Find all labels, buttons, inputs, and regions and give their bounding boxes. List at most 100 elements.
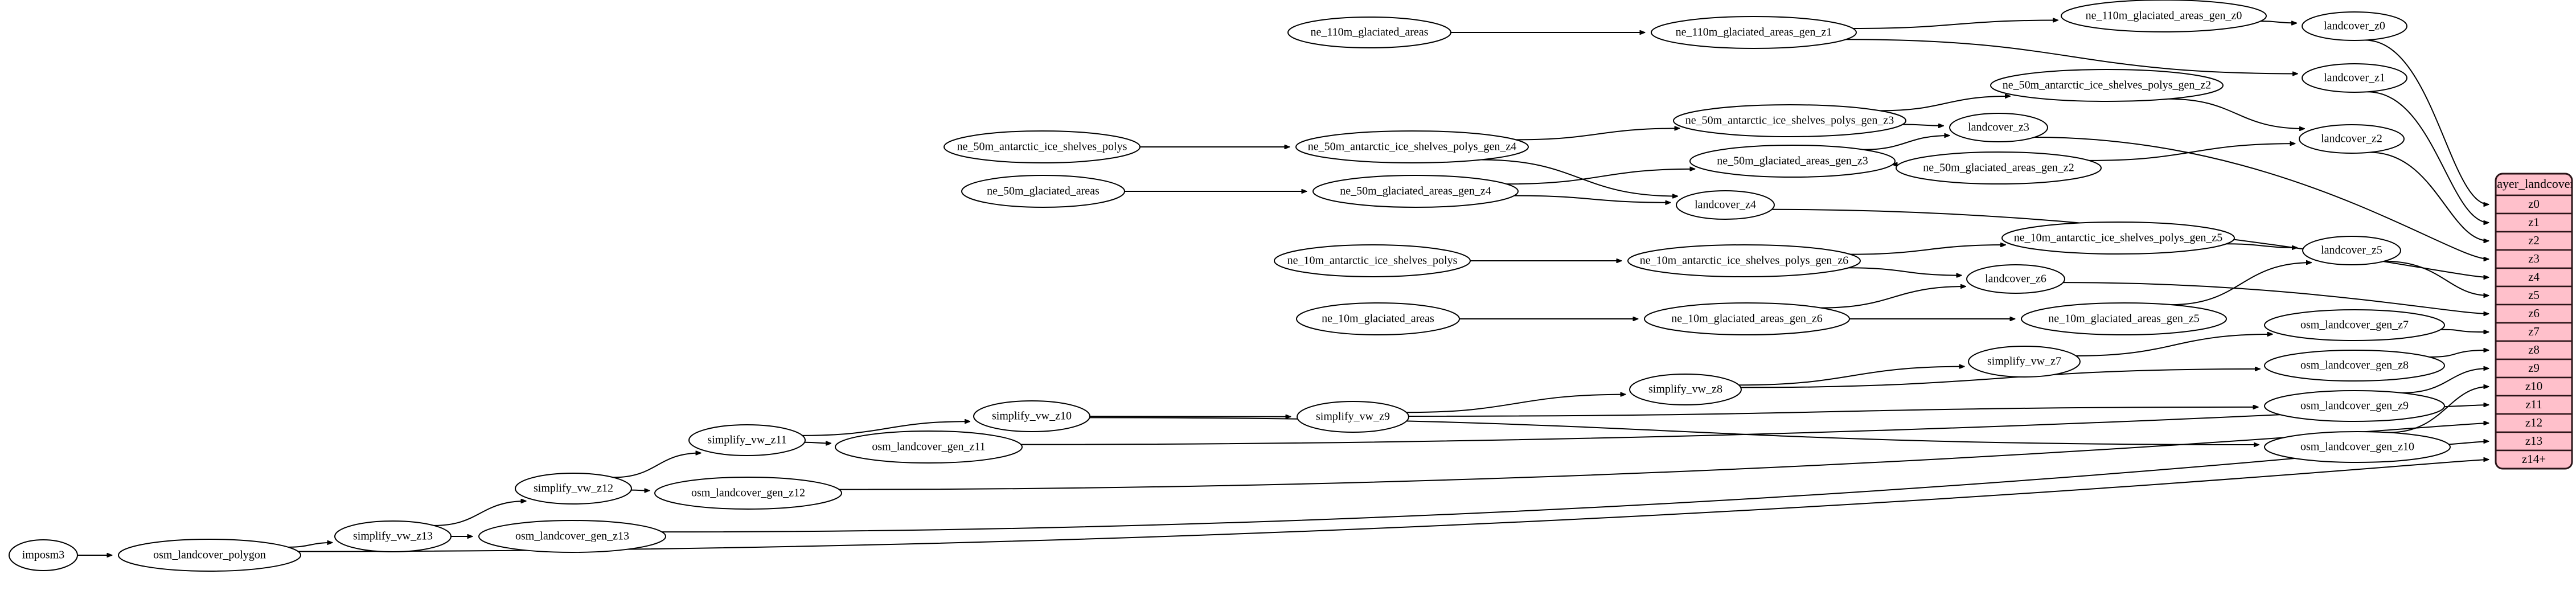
node-ellipse: [973, 400, 1090, 432]
graph-node-ne_50m_antarctic_ice_shelves_polys_gen_z2[interactable]: ne_50m_antarctic_ice_shelves_polys_gen_z…: [1990, 69, 2224, 102]
graph-node-ne_10m_glaciated_areas_gen_z6[interactable]: ne_10m_glaciated_areas_gen_z6: [1644, 302, 1850, 335]
table-row-z8[interactable]: [2496, 340, 2572, 360]
node-label: ne_50m_antarctic_ice_shelves_polys_gen_z…: [1308, 141, 1517, 153]
node-ellipse: [2264, 431, 2451, 463]
graph-node-ne_50m_antarctic_ice_shelves_polys_gen_z3[interactable]: ne_50m_antarctic_ice_shelves_polys_gen_z…: [1673, 104, 1906, 137]
table-row-label: z7: [2528, 325, 2540, 338]
graph-node-ne_10m_glaciated_areas[interactable]: ne_10m_glaciated_areas: [1296, 302, 1460, 335]
graph-edge: [2034, 136, 2489, 259]
graph-edge: [2365, 39, 2489, 204]
graph-node-ne_50m_glaciated_areas[interactable]: ne_50m_glaciated_areas: [961, 175, 1125, 208]
table-row-z12[interactable]: [2496, 413, 2572, 433]
node-ellipse: [2021, 302, 2227, 335]
graph-node-ne_50m_glaciated_areas_gen_z4[interactable]: ne_50m_glaciated_areas_gen_z4: [1312, 175, 1519, 208]
table-row-z10[interactable]: [2496, 376, 2572, 397]
node-label: simplify_vw_z13: [353, 530, 433, 543]
graph-node-landcover_z3[interactable]: landcover_z3: [1949, 113, 2048, 142]
graph-node-ne_50m_antarctic_ice_shelves_polys[interactable]: ne_50m_antarctic_ice_shelves_polys: [944, 130, 1141, 163]
graph-node-landcover_z6[interactable]: landcover_z6: [1966, 264, 2065, 294]
node-label: ne_110m_glaciated_areas_gen_z1: [1676, 26, 1832, 39]
node-label: ne_10m_glaciated_areas: [1322, 313, 1434, 325]
graph-node-simplify_vw_z7[interactable]: simplify_vw_z7: [1968, 346, 2081, 378]
node-ellipse: [1968, 346, 2081, 378]
graph-edge: [804, 442, 831, 444]
node-label: ne_110m_glaciated_areas: [1311, 26, 1429, 39]
table-row-label: z0: [2528, 197, 2540, 211]
node-ellipse: [1287, 17, 1451, 48]
graph-node-osm_landcover_gen_z10[interactable]: osm_landcover_gen_z10: [2264, 431, 2451, 463]
node-ellipse: [334, 520, 452, 552]
node-ellipse: [2001, 222, 2235, 255]
graph-edge: [613, 453, 701, 478]
table-row-label: z11: [2525, 397, 2542, 411]
graph-node-landcover_z2[interactable]: landcover_z2: [2299, 124, 2405, 154]
node-label: simplify_vw_z7: [1987, 355, 2061, 368]
graph-node-simplify_vw_z11[interactable]: simplify_vw_z11: [688, 424, 806, 456]
table-row-z14+[interactable]: [2496, 449, 2572, 469]
graph-node-ne_10m_antarctic_ice_shelves_polys[interactable]: ne_10m_antarctic_ice_shelves_polys: [1274, 244, 1471, 277]
graph-node-ne_110m_glaciated_areas[interactable]: ne_110m_glaciated_areas: [1287, 17, 1451, 48]
graph-node-ne_50m_glaciated_areas_gen_z2[interactable]: ne_50m_glaciated_areas_gen_z2: [1896, 151, 2102, 184]
graph-node-ne_50m_antarctic_ice_shelves_polys_gen_z4[interactable]: ne_50m_antarctic_ice_shelves_polys_gen_z…: [1295, 130, 1529, 163]
graph-node-ne_110m_glaciated_areas_gen_z1[interactable]: ne_110m_glaciated_areas_gen_z1: [1651, 16, 1857, 49]
node-ellipse: [1673, 104, 1906, 137]
node-ellipse: [688, 424, 806, 456]
node-label: simplify_vw_z8: [1648, 383, 1722, 396]
graph-node-simplify_vw_z13[interactable]: simplify_vw_z13: [334, 520, 452, 552]
graph-node-ne_10m_glaciated_areas_gen_z5[interactable]: ne_10m_glaciated_areas_gen_z5: [2021, 302, 2227, 335]
edge-layer: [77, 20, 2489, 555]
graph-node-landcover_z5[interactable]: landcover_z5: [2302, 236, 2401, 265]
node-label: osm_landcover_gen_z11: [872, 441, 985, 453]
node-label: osm_landcover_gen_z13: [515, 530, 629, 543]
graph-edge: [2384, 260, 2489, 296]
table-row-label: z6: [2528, 306, 2540, 320]
node-ellipse: [1676, 190, 1775, 220]
graph-node-osm_landcover_gen_z11[interactable]: osm_landcover_gen_z11: [835, 430, 1023, 464]
table-row-z9[interactable]: [2496, 358, 2572, 379]
graph-edge: [2226, 243, 2297, 248]
graph-node-ne_10m_antarctic_ice_shelves_polys_gen_z6[interactable]: ne_10m_antarctic_ice_shelves_polys_gen_z…: [1627, 244, 1861, 277]
graph-node-simplify_vw_z12[interactable]: simplify_vw_z12: [515, 473, 632, 505]
table-row-z2[interactable]: [2496, 231, 2572, 251]
node-label: landcover_z4: [1695, 199, 1756, 211]
node-ellipse: [1896, 151, 2102, 184]
graph-edge: [1880, 96, 2010, 112]
graph-node-landcover_z1[interactable]: landcover_z1: [2302, 63, 2407, 93]
graph-node-osm_landcover_polygon[interactable]: osm_landcover_polygon: [118, 539, 301, 572]
graph-edge: [434, 501, 526, 526]
node-ellipse: [1966, 264, 2065, 294]
table-row-label: z2: [2528, 233, 2540, 247]
graph-edge: [2063, 282, 2489, 314]
graph-node-ne_10m_antarctic_ice_shelves_polys_gen_z5[interactable]: ne_10m_antarctic_ice_shelves_polys_gen_z…: [2001, 222, 2235, 255]
graph-node-osm_landcover_gen_z9[interactable]: osm_landcover_gen_z9: [2264, 390, 2445, 422]
node-ellipse: [2264, 350, 2445, 382]
node-ellipse: [1295, 130, 1529, 163]
graph-edge: [2171, 263, 2312, 306]
node-label: ne_10m_antarctic_ice_shelves_polys_gen_z…: [2014, 232, 2223, 244]
graph-node-simplify_vw_z10[interactable]: simplify_vw_z10: [973, 400, 1090, 432]
graph-edge: [2369, 151, 2489, 241]
graph-node-simplify_vw_z9[interactable]: simplify_vw_z9: [1297, 401, 1409, 433]
graph-node-landcover_z0[interactable]: landcover_z0: [2302, 11, 2407, 41]
graph-node-ne_110m_glaciated_areas_gen_z0[interactable]: ne_110m_glaciated_areas_gen_z0: [2061, 0, 2267, 32]
graph-node-osm_landcover_gen_z8[interactable]: osm_landcover_gen_z8: [2264, 350, 2445, 382]
graph-edge: [1406, 395, 1626, 413]
graph-node-osm_landcover_gen_z13[interactable]: osm_landcover_gen_z13: [478, 520, 666, 553]
table-row-label: z9: [2528, 361, 2540, 375]
graph-edge: [288, 543, 333, 548]
table-row-label: z5: [2528, 288, 2540, 302]
graph-node-ne_50m_glaciated_areas_gen_z3[interactable]: ne_50m_glaciated_areas_gen_z3: [1689, 145, 1896, 178]
node-ellipse: [654, 477, 842, 510]
node-label: landcover_z6: [1985, 273, 2046, 285]
table-outline: [2495, 173, 2573, 470]
node-label: imposm3: [22, 549, 64, 561]
node-label: landcover_z3: [1968, 121, 2029, 134]
node-ellipse: [2264, 390, 2445, 422]
graph-node-osm_landcover_gen_z7[interactable]: osm_landcover_gen_z7: [2264, 309, 2445, 341]
node-ellipse: [1651, 16, 1857, 49]
graph-node-osm_landcover_gen_z12[interactable]: osm_landcover_gen_z12: [654, 477, 842, 510]
graph-node-landcover_z4[interactable]: landcover_z4: [1676, 190, 1775, 220]
graph-node-imposm3[interactable]: imposm3: [9, 539, 78, 571]
table-header-label: layer_landcover: [2493, 177, 2574, 191]
graph-node-simplify_vw_z8[interactable]: simplify_vw_z8: [1629, 374, 1742, 405]
